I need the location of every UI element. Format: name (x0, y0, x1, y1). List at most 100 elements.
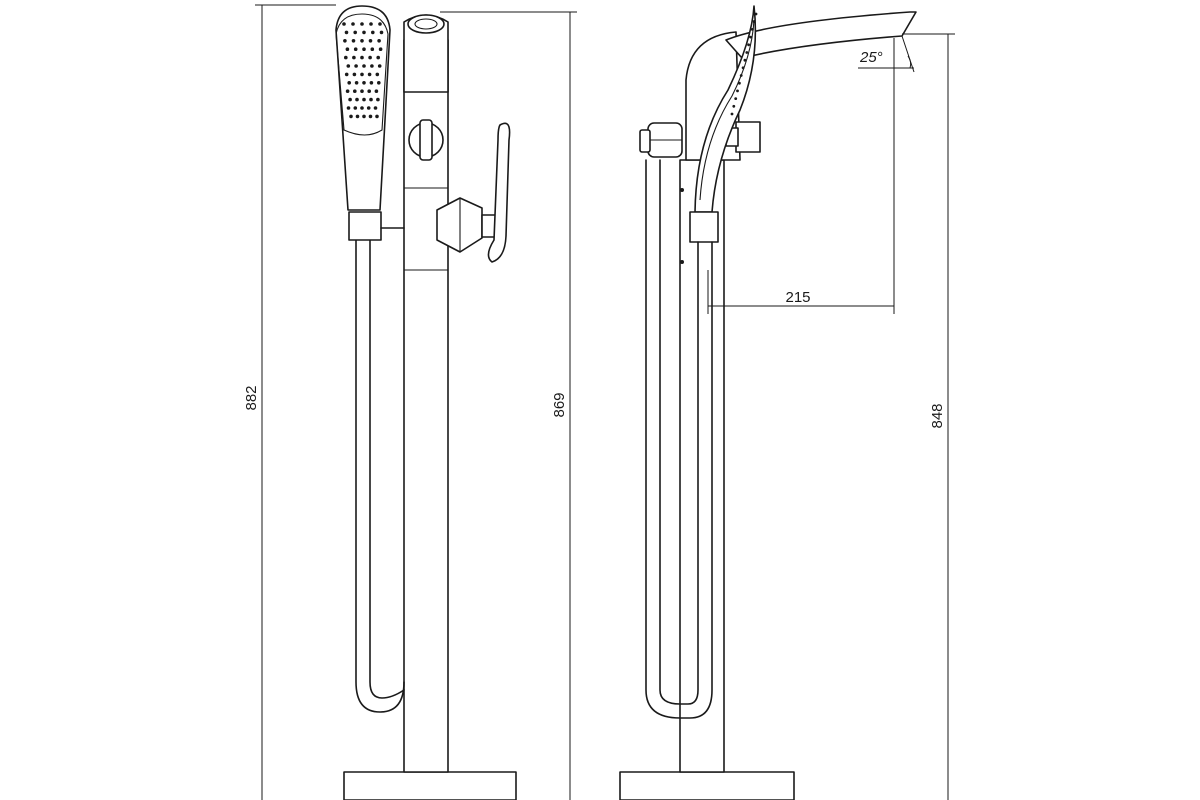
side-nozzle-dot (736, 89, 739, 93)
side-nozzle-dot (730, 112, 734, 116)
label-spout-reach: 215 (785, 289, 810, 306)
side-shower-hose (645, 159, 713, 719)
nozzle-dot (353, 106, 358, 110)
side-nozzle-dot (750, 28, 754, 31)
dimension-spout-reach: 215 (707, 38, 895, 314)
nozzle-dot (379, 30, 384, 35)
nozzle-dot (370, 47, 375, 51)
label-height-side: 848 (929, 403, 946, 428)
nozzle-dot (360, 89, 364, 93)
side-shower-handle (694, 5, 757, 213)
nozzle-dot (369, 97, 373, 102)
nozzle-dot (370, 64, 374, 68)
nozzle-dot (355, 97, 359, 102)
nozzle-dot (376, 97, 380, 102)
side-nozzle-dot (749, 35, 752, 39)
front-shower-holder (348, 211, 382, 241)
front-shower-hose (355, 239, 405, 713)
nozzle-dot (367, 89, 372, 93)
nozzle-dot (344, 72, 349, 77)
nozzle-dot (374, 89, 379, 93)
nozzle-dot (375, 114, 379, 119)
side-nozzle-dot (752, 20, 756, 24)
front-main-column (403, 39, 449, 773)
nozzle-dot (344, 55, 348, 60)
nozzle-dot (362, 81, 366, 85)
nozzle-dot (360, 39, 364, 43)
nozzle-dot (354, 81, 359, 85)
side-nozzle-dot (734, 97, 738, 100)
front-base-plate (343, 771, 517, 800)
side-nozzle-dot (743, 58, 747, 62)
dimension-side-height: 848 (902, 33, 955, 800)
dimension-spout-angle: 25° (858, 35, 915, 73)
side-shower-nozzles (730, 12, 758, 116)
nozzle-dot (362, 47, 366, 51)
nozzle-dot (354, 64, 358, 68)
side-nozzle-dot (739, 74, 743, 77)
nozzle-dot (369, 22, 373, 26)
side-main-column (679, 159, 725, 773)
nozzle-dot (360, 106, 364, 110)
nozzle-dot (377, 64, 382, 68)
front-lever-handle (487, 122, 511, 263)
side-nozzle-dot (738, 81, 741, 85)
front-view (335, 5, 517, 800)
nozzle-dot (352, 72, 357, 77)
nozzle-dot (343, 39, 347, 43)
nozzle-dot (366, 106, 371, 110)
nozzle-dot (360, 72, 364, 77)
nozzle-dot (368, 55, 372, 60)
nozzle-dot (345, 89, 350, 93)
nozzle-dot (362, 114, 366, 119)
side-base-plate (619, 771, 795, 800)
nozzle-dot (353, 47, 358, 51)
side-nozzle-dot (747, 43, 750, 47)
dimension-spout-height: 869 (440, 11, 577, 800)
label-spout-angle: 25° (859, 49, 883, 66)
nozzle-dot (368, 39, 373, 43)
side-view (619, 5, 917, 800)
side-nozzle-dot (754, 12, 758, 16)
nozzle-dot (360, 55, 364, 60)
nozzle-dot (351, 22, 355, 26)
side-spout-arm (725, 11, 917, 59)
side-shower-holder (689, 211, 719, 243)
nozzle-dot (369, 81, 374, 85)
nozzle-dot (378, 22, 382, 26)
side-right-connector (735, 121, 761, 153)
nozzle-dot (371, 30, 375, 35)
nozzle-dot (360, 22, 364, 26)
nozzle-dot (342, 22, 346, 26)
nozzle-dot (345, 47, 350, 51)
nozzle-dot (355, 114, 360, 119)
nozzle-dot (377, 39, 381, 43)
nozzle-dot (362, 30, 366, 35)
nozzle-dot (344, 30, 349, 35)
nozzle-dot (375, 72, 380, 77)
nozzle-dot (353, 30, 358, 35)
nozzle-dot (353, 89, 357, 93)
nozzle-dot (362, 97, 366, 102)
front-shower-nozzles (342, 22, 384, 119)
side-nozzle-dot (745, 51, 749, 54)
side-nozzle-dot (741, 66, 745, 70)
side-nozzle-dot (732, 104, 736, 108)
label-height-overall: 882 (243, 385, 260, 410)
nozzle-dot (349, 114, 353, 119)
nozzle-dot (346, 64, 351, 68)
nozzle-dot (348, 97, 352, 102)
label-height-spout: 869 (551, 392, 568, 417)
dimension-overall-height: 882 (243, 4, 336, 800)
nozzle-dot (368, 114, 373, 119)
nozzle-dot (376, 55, 381, 60)
nozzle-dot (351, 39, 356, 43)
nozzle-dot (377, 81, 381, 85)
nozzle-dot (362, 64, 366, 68)
nozzle-dot (346, 106, 351, 110)
nozzle-dot (367, 72, 372, 77)
nozzle-dot (347, 81, 352, 85)
nozzle-dot (378, 47, 383, 51)
nozzle-dot (352, 55, 356, 60)
